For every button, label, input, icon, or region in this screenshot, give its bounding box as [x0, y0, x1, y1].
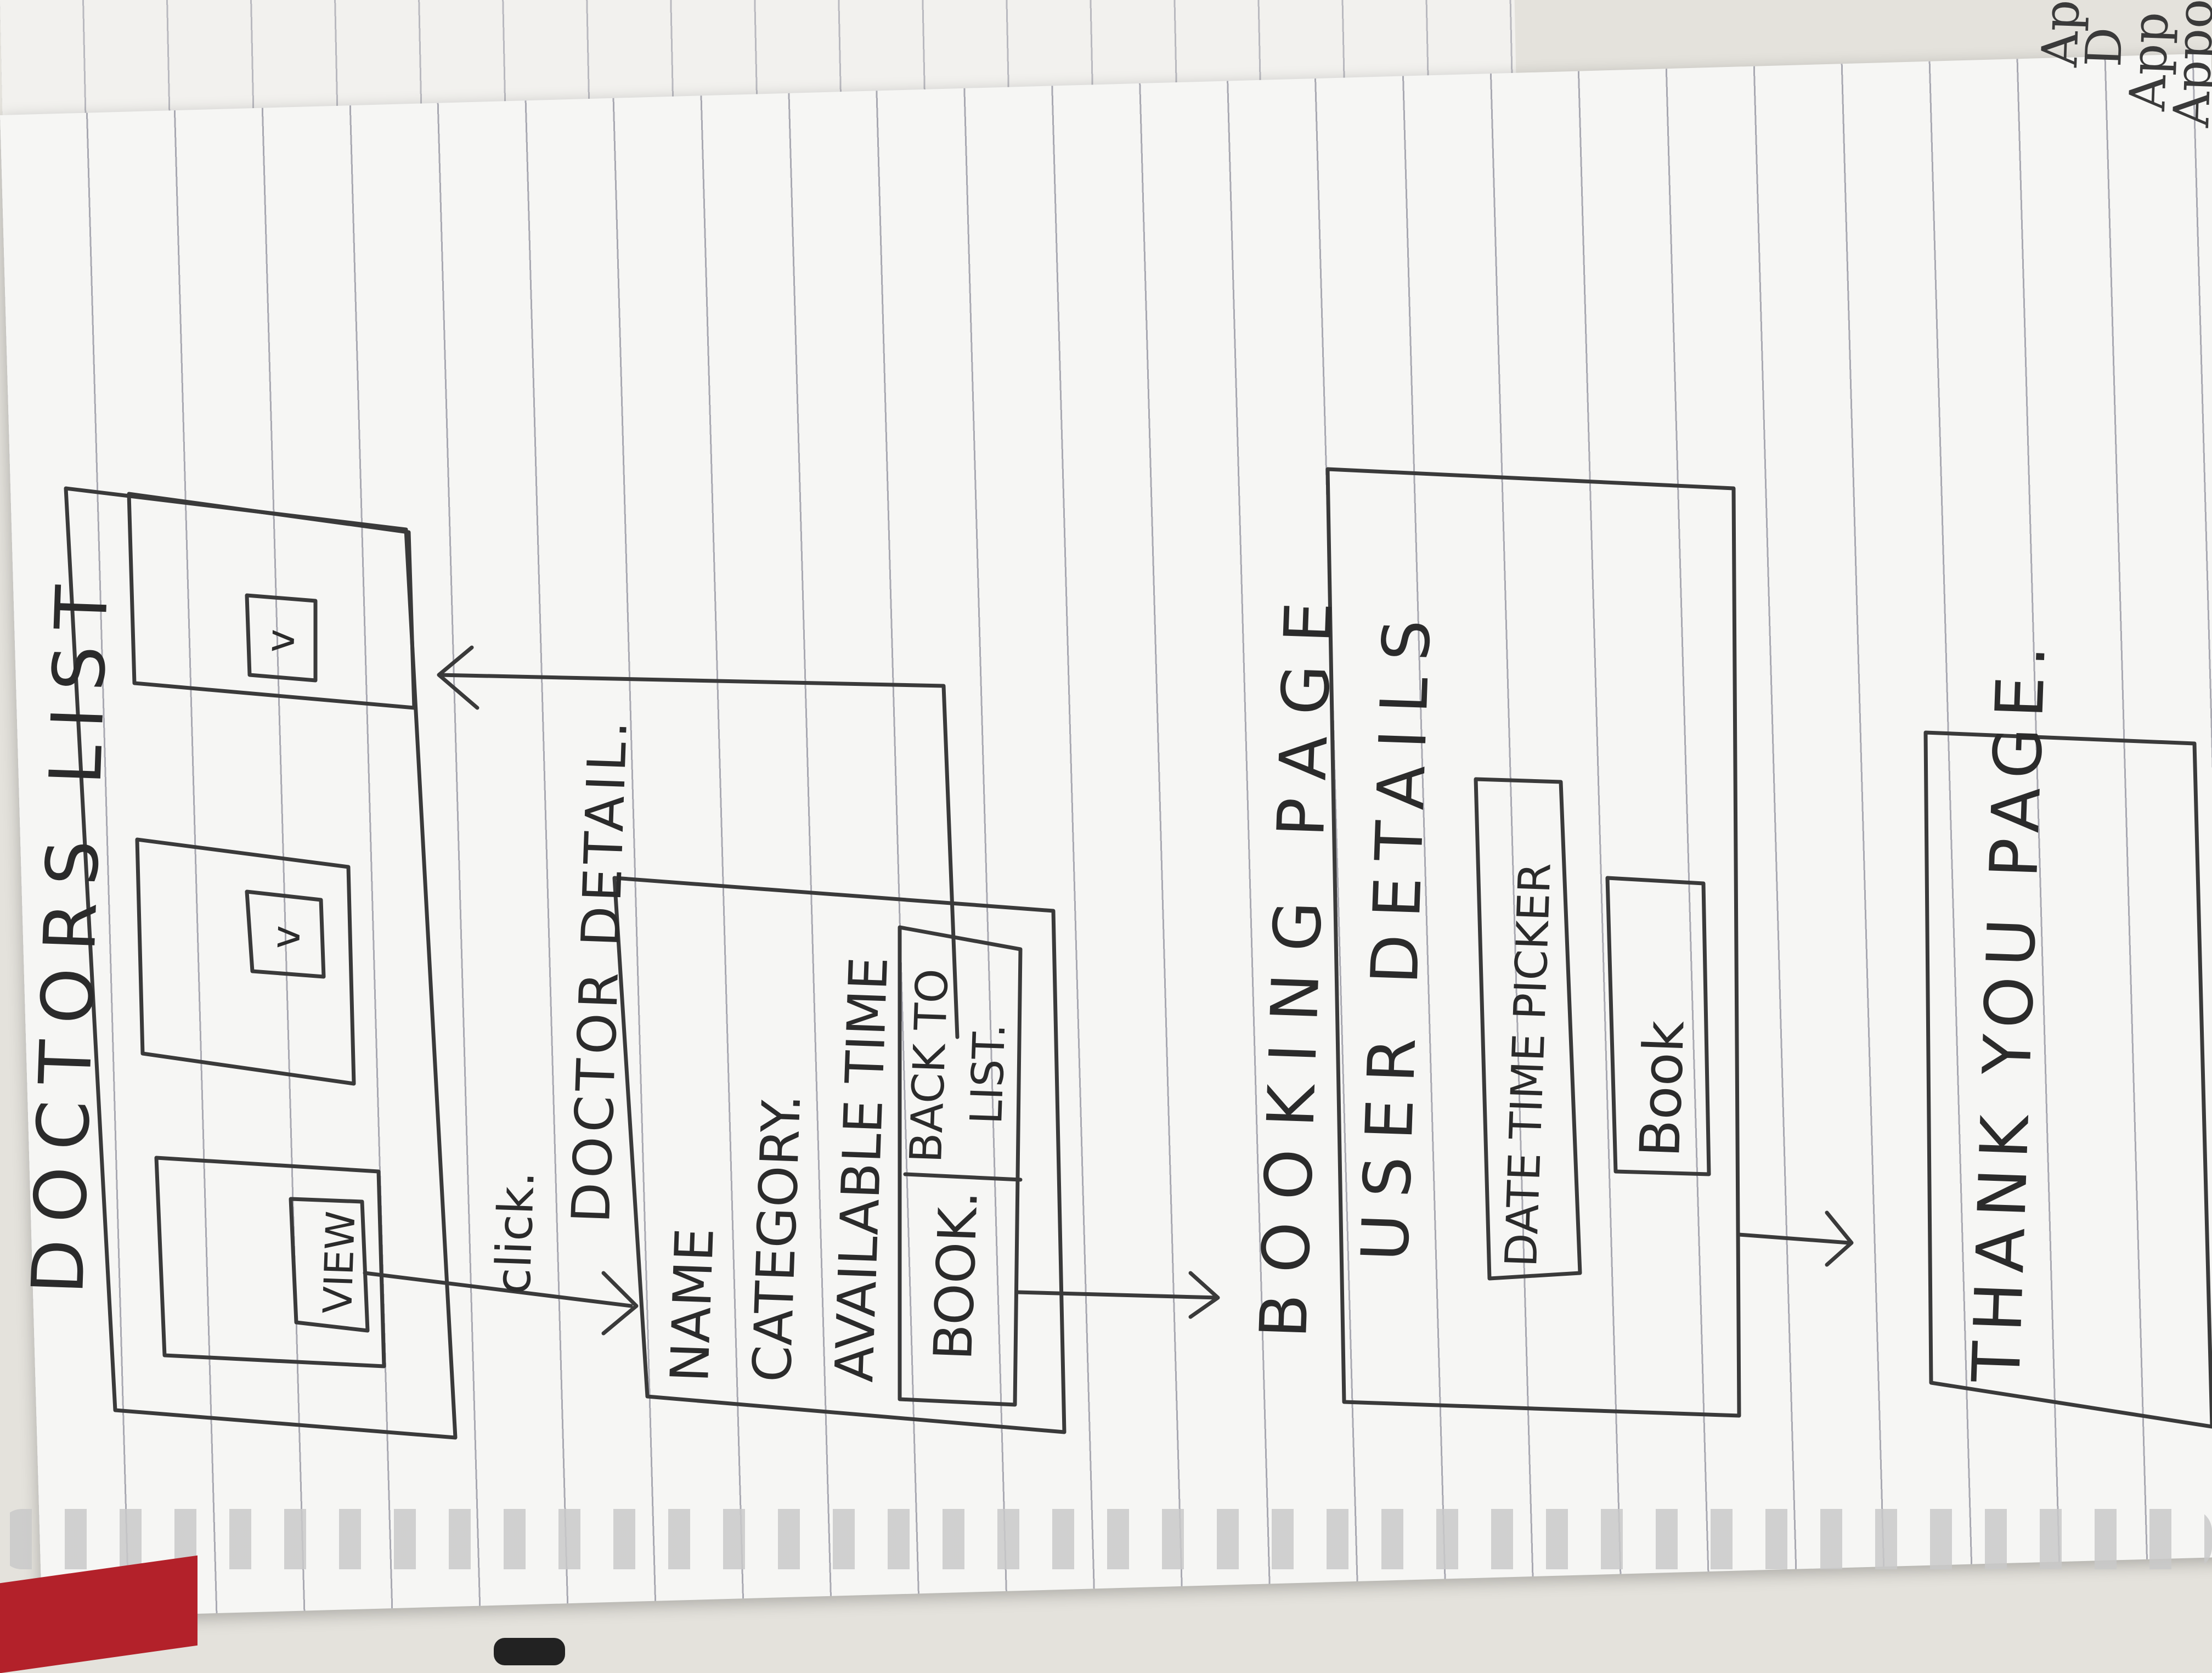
doctor-detail-title: DOCTOR DETAIL. [560, 716, 639, 1224]
booking-page-title: BOOKING PAGE [1245, 579, 1347, 1339]
v-mark: v [257, 628, 303, 654]
available-time-label: AVAILABLE TIME [823, 956, 900, 1383]
booking-page-frame [1325, 467, 1741, 1418]
back-to-list-line-1: BACK TO [900, 968, 958, 1164]
arrow-booking-to-thankyou [1737, 1210, 1854, 1267]
detail-button-divider [903, 1172, 1023, 1182]
arrow-book-to-booking [1015, 1271, 1220, 1319]
detail-book-button: BOOK. [922, 1190, 990, 1361]
click-label: click. [484, 1170, 545, 1295]
date-time-picker-box [1474, 777, 1582, 1281]
doctor-detail-frame [612, 876, 1066, 1434]
doctor-card-1 [127, 492, 416, 710]
doctors-list-title: DOCTORS LIST [16, 568, 125, 1295]
name-label: NAME [659, 1227, 726, 1383]
thank-you-page-title: THANK YOU PAGE. [1959, 634, 2061, 1384]
booking-book-button: Book [1628, 1019, 1697, 1158]
back-to-list-line-2: LIST. [961, 1023, 1015, 1125]
v-mark: v [262, 925, 309, 950]
arrow-view-to-detail [363, 1271, 639, 1336]
v-box-2 [245, 889, 326, 979]
doctor-card-2 [135, 837, 356, 1086]
date-time-picker-label: DATE TIME PICKER [1496, 862, 1561, 1268]
arrow-back-to-list [437, 645, 960, 1039]
view-button-box [289, 1197, 370, 1333]
notebook-spiral-binding [0, 1509, 2212, 1569]
v-box-1 [245, 593, 318, 683]
category-label: CATEGORY. [741, 1093, 812, 1383]
user-details-label: USER DETAILS [1347, 602, 1446, 1263]
detail-button-bar [898, 925, 1023, 1407]
doctor-card-3 [154, 1156, 386, 1368]
thank-you-page-frame [1923, 730, 2212, 1429]
booking-book-button-box [1605, 876, 1711, 1176]
view-button-label: VIEW [314, 1210, 364, 1315]
